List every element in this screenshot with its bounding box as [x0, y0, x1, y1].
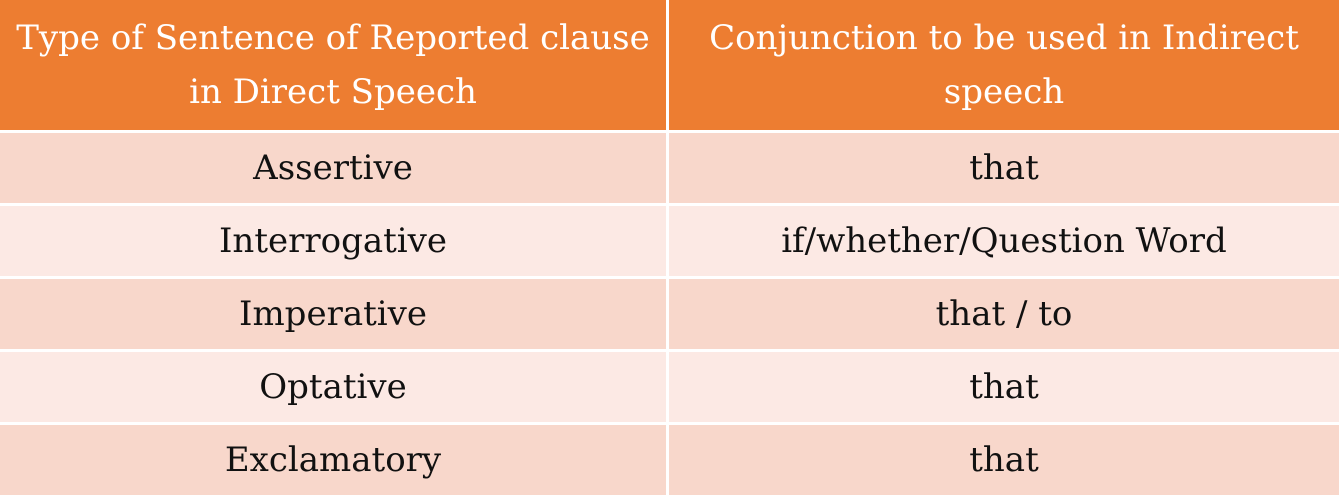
table-cell-type: Imperative	[0, 279, 666, 349]
table-cell-conjunction: that	[669, 352, 1339, 422]
table-cell-conjunction: that / to	[669, 279, 1339, 349]
table-cell-type: Assertive	[0, 133, 666, 203]
table-cell-conjunction: if/whether/Question Word	[669, 206, 1339, 276]
table-cell-conjunction: that	[669, 425, 1339, 495]
table-cell-type: Exclamatory	[0, 425, 666, 495]
header-cell-sentence-type: Type of Sentence of Reported clause in D…	[0, 0, 666, 130]
header-cell-conjunction: Conjunction to be used in Indirect speec…	[669, 0, 1339, 130]
table-cell-conjunction: that	[669, 133, 1339, 203]
table-cell-type: Interrogative	[0, 206, 666, 276]
table-cell-type: Optative	[0, 352, 666, 422]
